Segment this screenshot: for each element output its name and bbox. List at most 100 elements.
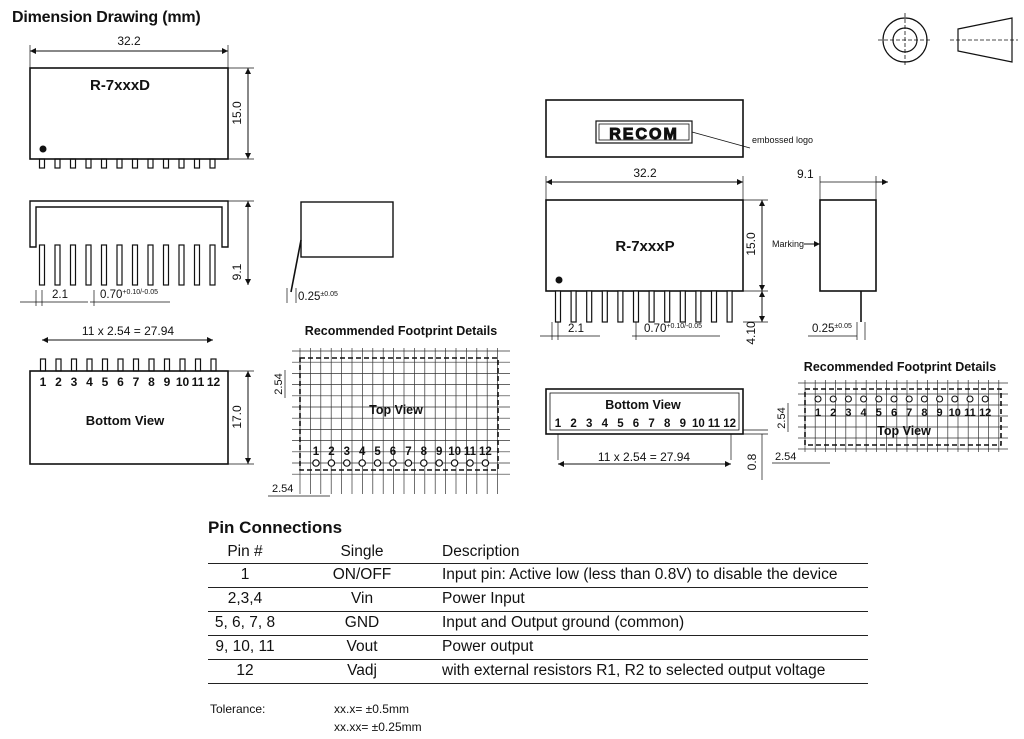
pin-number: 5 <box>617 418 624 430</box>
pin-stub <box>209 158 216 169</box>
pin-number: 7 <box>405 446 411 458</box>
d-dim-length: 32.2 <box>117 34 141 48</box>
pin-stub <box>193 158 201 169</box>
d-fp-dim-h: 2.54 <box>272 483 293 495</box>
p-fp-dim-v: 2.54 <box>776 407 788 428</box>
pin-lead <box>100 244 108 286</box>
p-dim-height: 15.0 <box>744 232 758 256</box>
cell-description: Input pin: Active low (less than 0.8V) t… <box>442 563 868 588</box>
pin-number: 4 <box>86 375 93 389</box>
pin-number: 10 <box>949 407 961 419</box>
pin-number: 10 <box>692 418 705 430</box>
footprint-hole <box>450 459 459 467</box>
pin-number: 8 <box>664 418 671 430</box>
pin-stub <box>194 358 202 372</box>
pin-number: 2 <box>328 446 334 458</box>
cell-pin: 1 <box>208 563 282 588</box>
pin-lead <box>178 244 185 286</box>
p-dim-bottom: 0.8 <box>745 453 759 470</box>
header-pin: Pin # <box>208 542 282 564</box>
cell-single: ON/OFF <box>282 563 442 588</box>
tolerance-label: Tolerance: <box>210 702 266 716</box>
cell-single: Vadj <box>282 659 442 684</box>
pin-stub <box>100 158 108 169</box>
dimension-drawing: R-7xxxD 32.2 15.0 9.1 2.1 <box>20 13 1018 497</box>
pin-number: 5 <box>876 407 882 419</box>
pin-lead <box>131 244 139 286</box>
pin-number: 12 <box>207 375 221 389</box>
table-header-row: Pin # Single Description <box>208 542 868 564</box>
pin-stub <box>55 358 62 372</box>
pin-number: 4 <box>359 446 366 458</box>
pin-number: 7 <box>133 375 140 389</box>
d-dim-pin-spacing: 2.1 <box>52 289 68 301</box>
header-single: Single <box>282 542 442 564</box>
footprint-hole <box>890 395 898 403</box>
pin-lead <box>209 244 216 286</box>
pin-lead <box>147 244 154 286</box>
pin-number: 9 <box>164 375 171 389</box>
pin-number: 2 <box>570 418 576 430</box>
pin-lead <box>632 290 640 323</box>
footprint-hole <box>327 459 336 467</box>
d-dim-bottom-height: 17.0 <box>230 405 244 429</box>
d-dim-pin-width: 0.25±0.05 <box>298 291 338 303</box>
table-row: 5, 6, 7, 8 GND Input and Output ground (… <box>208 611 868 636</box>
pin-stub <box>116 158 123 169</box>
p-dim-pins-span: 11 x 2.54 = 27.94 <box>598 450 691 464</box>
d-model-name: R-7xxxD <box>90 77 150 94</box>
pin-stub <box>179 358 186 372</box>
cell-single: Vout <box>282 635 442 660</box>
pin-number: 12 <box>479 446 492 458</box>
cell-single: Vin <box>282 587 442 612</box>
pin-stub <box>132 358 140 372</box>
d-fp-dim-v: 2.54 <box>273 373 285 394</box>
d-footprint-title: Recommended Footprint Details <box>305 324 497 338</box>
pin-number: 12 <box>979 407 991 419</box>
pin-lead <box>193 244 201 286</box>
pin-lead <box>617 290 624 323</box>
table-row: 12 Vadj with external resistors R1, R2 t… <box>208 659 868 684</box>
pin-lead <box>162 244 170 286</box>
d-model-front-view: R-7xxxD 32.2 15.0 <box>29 34 254 169</box>
pin-number: 1 <box>40 375 47 389</box>
pin-lead <box>648 290 655 323</box>
pin-number: 7 <box>906 407 912 419</box>
pin-number: 8 <box>921 407 927 419</box>
footprint-hole <box>466 459 474 467</box>
pin-stub <box>54 158 61 169</box>
header-description: Description <box>442 542 868 564</box>
d-bottom-view-label: Bottom View <box>86 413 165 428</box>
pin-number: 7 <box>648 418 654 430</box>
cell-description: Input and Output ground (common) <box>442 611 868 636</box>
pin-lead <box>570 290 577 323</box>
d-dim-side: 9.1 <box>230 263 244 280</box>
pin-stub <box>85 158 92 169</box>
recom-logo-icon: RECOM <box>595 120 693 144</box>
p-pin1-marker <box>555 276 563 284</box>
pin-number: 4 <box>861 407 868 419</box>
pin-number: 8 <box>421 446 428 458</box>
pin-stub <box>70 358 78 372</box>
table-row: 1 ON/OFF Input pin: Active low (less tha… <box>208 563 868 588</box>
footprint-hole <box>481 459 490 467</box>
pin-number: 3 <box>586 418 592 430</box>
pin-lead <box>664 290 671 323</box>
pin-stub <box>101 358 109 372</box>
pin-number: 9 <box>436 446 442 458</box>
p-model-name: R-7xxxP <box>615 238 674 255</box>
cell-description: Power Input <box>442 587 868 612</box>
pin-number: 3 <box>845 407 851 419</box>
pin-lead <box>85 244 92 286</box>
footprint-hole <box>814 395 822 403</box>
pin-number: 9 <box>680 418 686 430</box>
cell-pin: 12 <box>208 659 282 684</box>
cell-single: GND <box>282 611 442 636</box>
d-dim-height: 15.0 <box>230 101 244 125</box>
pin-stub <box>148 358 155 372</box>
pin-number: 9 <box>937 407 943 419</box>
p-model-side-view: 9.1 Marking 0.25±0.05 <box>772 167 888 340</box>
d-dim-pin: 0.70+0.10/-0.05 <box>100 289 158 301</box>
p-model-top-view: RECOM embossed logo <box>545 99 813 158</box>
